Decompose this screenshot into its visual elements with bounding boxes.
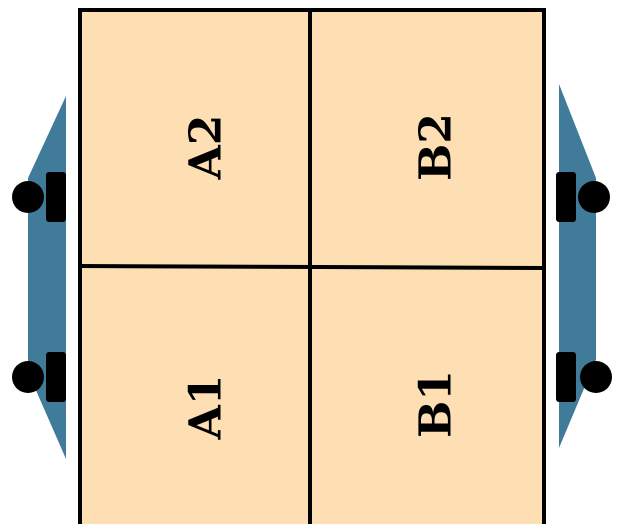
left-upper-knob xyxy=(12,181,44,213)
right-upper-mount xyxy=(556,172,576,222)
left-upper-mount xyxy=(46,172,66,222)
cell-a2-label: A2 xyxy=(181,115,232,181)
left-lower-mount xyxy=(46,352,66,402)
cell-b2-label: B2 xyxy=(411,113,462,181)
left-lower-knob xyxy=(12,361,44,393)
right-lower-knob xyxy=(580,361,612,393)
right-upper-knob xyxy=(578,181,610,213)
right-side-unit xyxy=(556,84,612,448)
block-grid: A2 B2 A1 B1 xyxy=(80,10,544,524)
cell-a1-label: A1 xyxy=(181,375,232,441)
left-side-panel xyxy=(28,96,66,459)
right-lower-mount xyxy=(556,352,576,402)
grid-horizontal-divider xyxy=(80,266,544,268)
left-side-unit xyxy=(12,96,66,459)
cell-b1-label: B1 xyxy=(411,370,462,438)
